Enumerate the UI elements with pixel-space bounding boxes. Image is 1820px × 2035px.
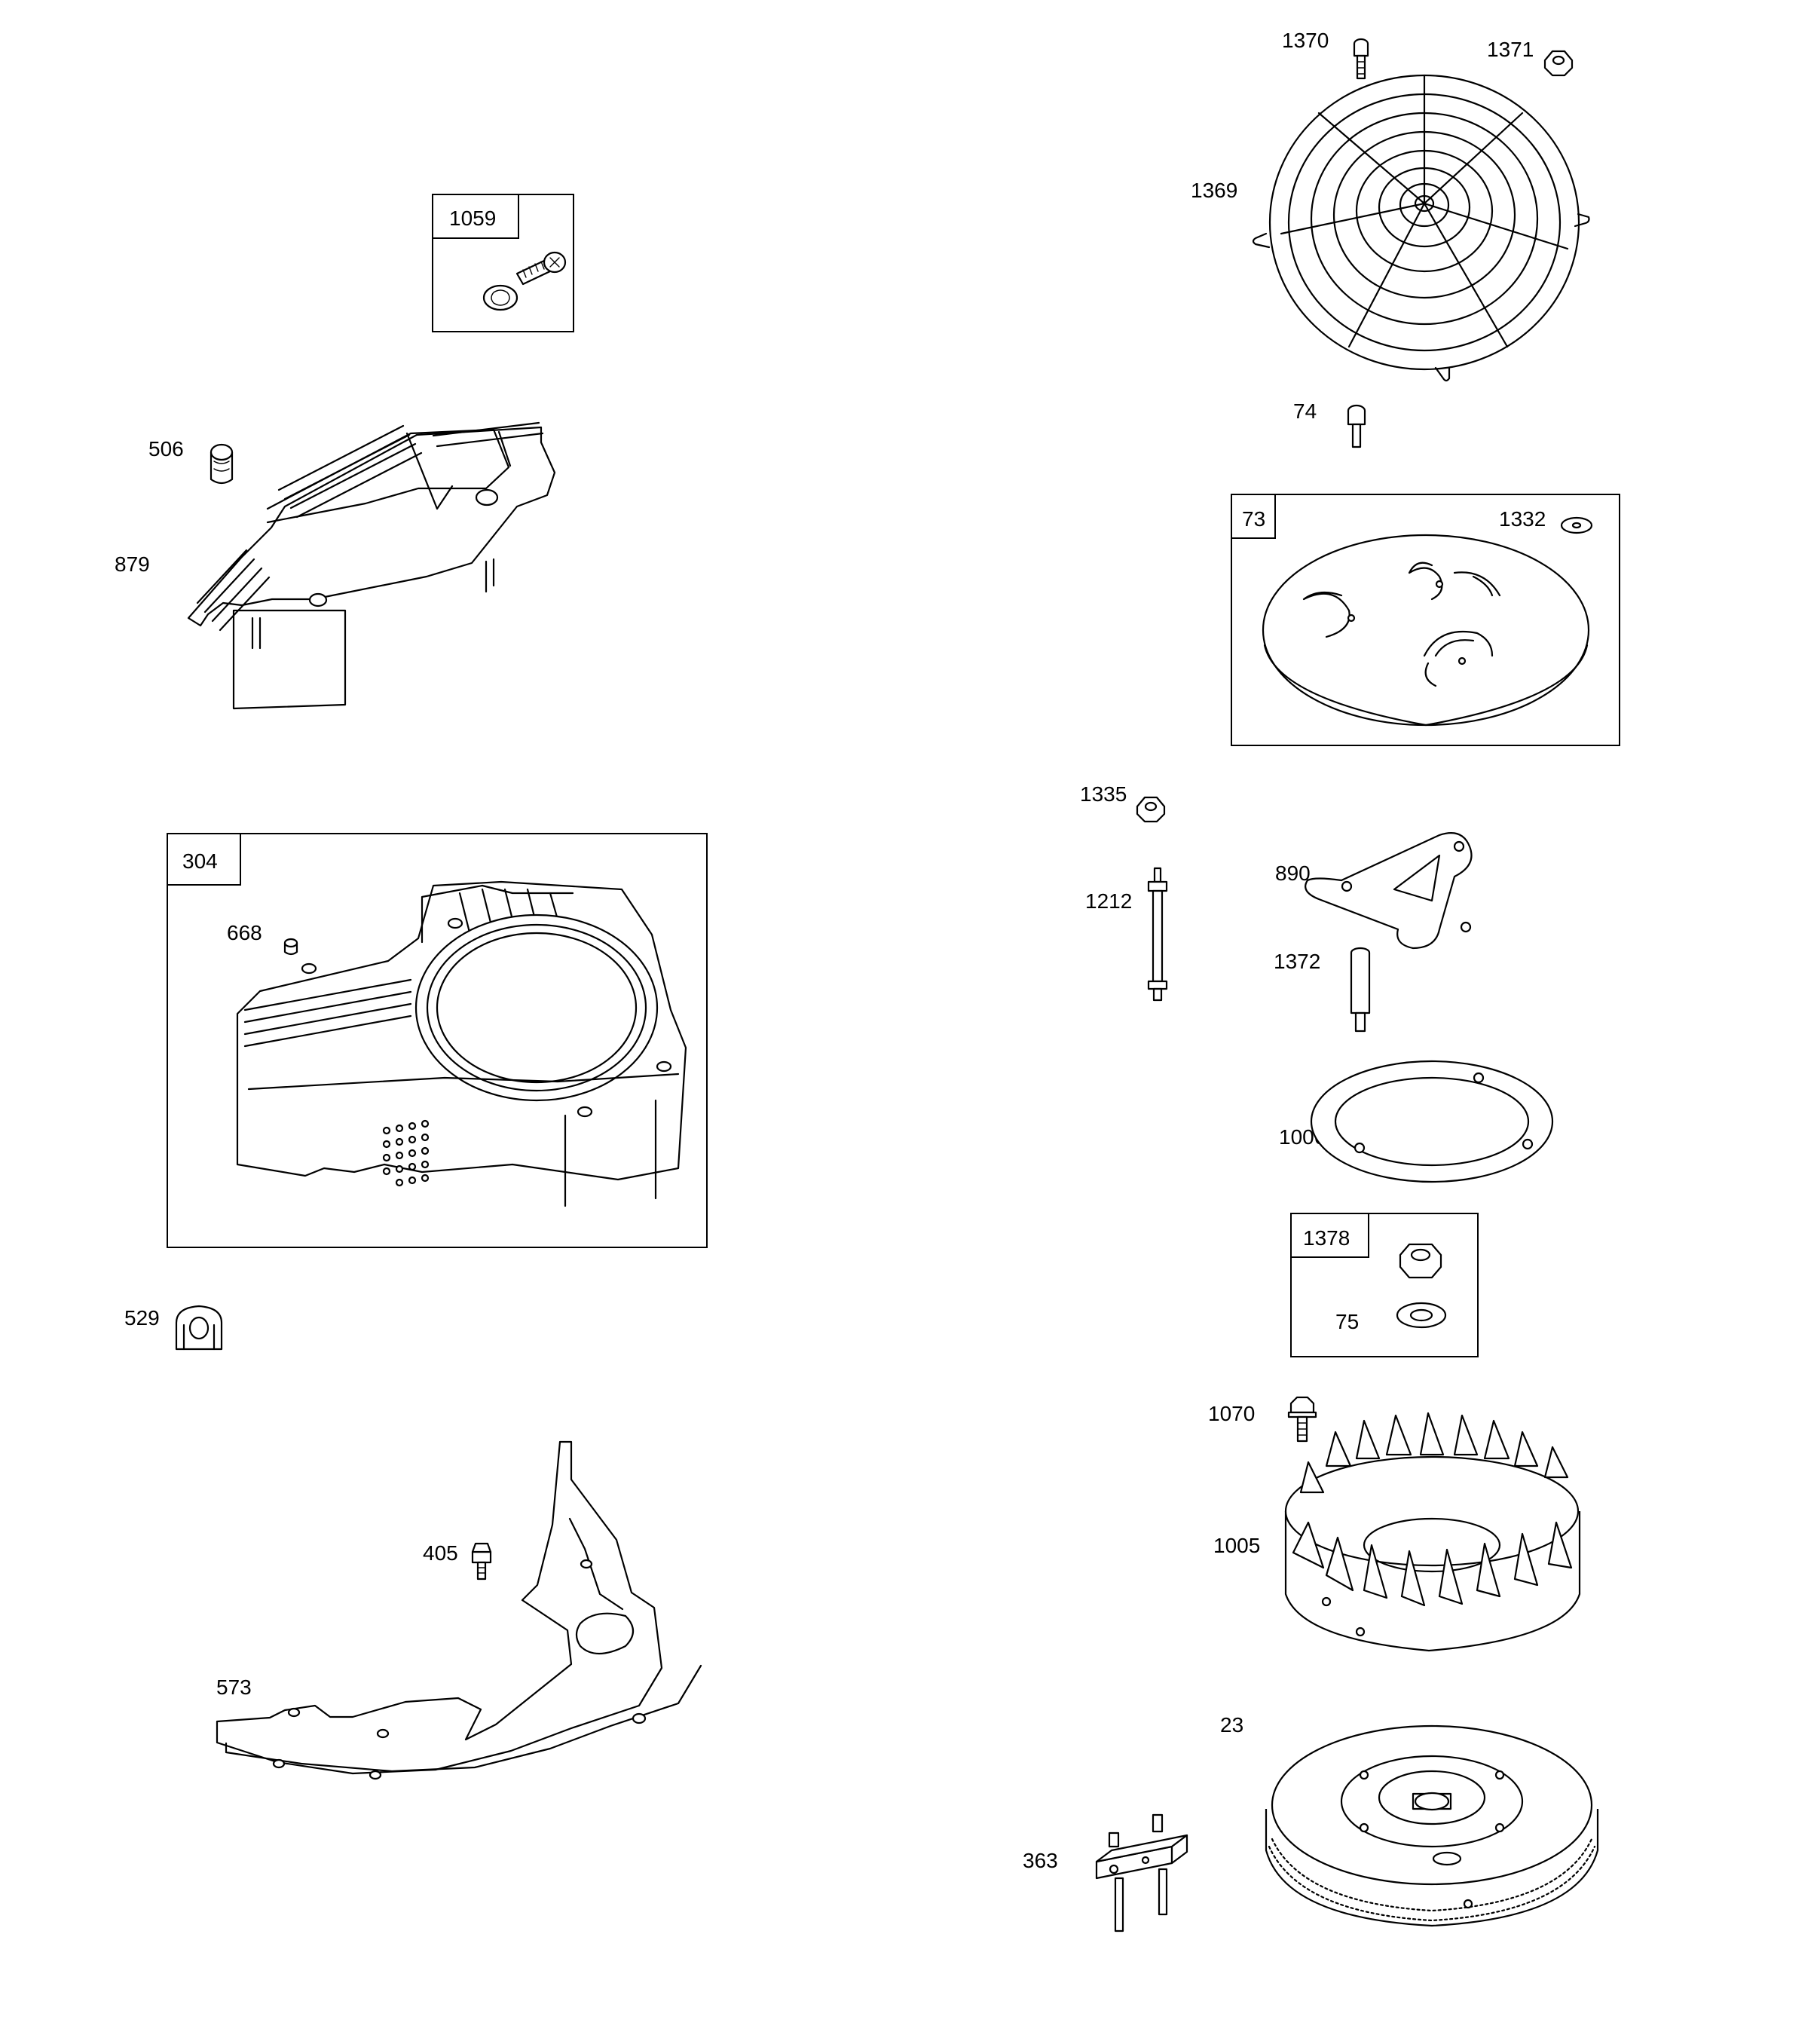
callout-1005: 1005 bbox=[1213, 1534, 1260, 1557]
flywheel-23 bbox=[1265, 1724, 1599, 1927]
spacer-1372 bbox=[1350, 947, 1371, 1033]
blower-housing-304 bbox=[236, 880, 687, 1207]
callout-1370: 1370 bbox=[1282, 29, 1329, 52]
callout-668: 668 bbox=[227, 921, 262, 944]
callout-1369: 1369 bbox=[1191, 179, 1237, 202]
screw-1059 bbox=[515, 251, 567, 286]
washer-1332 bbox=[1560, 516, 1593, 534]
callout-890: 890 bbox=[1275, 861, 1311, 885]
washer-1059 bbox=[482, 284, 518, 311]
callout-1070: 1070 bbox=[1208, 1402, 1255, 1425]
callout-1378: 1378 bbox=[1303, 1226, 1350, 1250]
kit-box-73: 73 1332 bbox=[1231, 494, 1620, 746]
grommet-529 bbox=[175, 1305, 223, 1351]
grommet-668 bbox=[283, 938, 298, 956]
stud-1212 bbox=[1147, 867, 1168, 1002]
callout-405: 405 bbox=[423, 1541, 458, 1565]
callout-74: 74 bbox=[1293, 399, 1317, 423]
callout-73: 73 bbox=[1242, 507, 1265, 531]
kit-box-304: 304 668 bbox=[167, 833, 708, 1248]
washer-75 bbox=[1396, 1302, 1447, 1329]
callout-1372: 1372 bbox=[1274, 950, 1320, 973]
gasket-1006 bbox=[1310, 1060, 1554, 1183]
nut-1335 bbox=[1136, 796, 1166, 823]
callout-363: 363 bbox=[1023, 1849, 1058, 1872]
callout-573: 573 bbox=[216, 1675, 252, 1699]
callout-304: 304 bbox=[182, 849, 218, 873]
base-plate-573 bbox=[216, 1440, 702, 1780]
fan-plate-73 bbox=[1262, 534, 1590, 727]
callout-23: 23 bbox=[1220, 1713, 1243, 1737]
plate-890 bbox=[1305, 832, 1473, 950]
callout-879: 879 bbox=[115, 552, 150, 576]
callout-75: 75 bbox=[1335, 1310, 1359, 1333]
callout-1371: 1371 bbox=[1487, 38, 1534, 61]
screw-405 bbox=[471, 1542, 492, 1581]
callout-1212: 1212 bbox=[1085, 889, 1132, 913]
bolt-1370 bbox=[1353, 38, 1369, 80]
callout-506: 506 bbox=[148, 437, 184, 461]
callout-1335: 1335 bbox=[1080, 782, 1127, 806]
flywheel-puller-363 bbox=[1095, 1813, 1188, 1932]
kit-box-1059: 1059 bbox=[432, 194, 574, 332]
bolt-1070 bbox=[1287, 1396, 1317, 1443]
nut-1371 bbox=[1543, 50, 1574, 77]
flywheel-nut bbox=[1399, 1243, 1442, 1279]
kit-box-1378: 1378 75 bbox=[1290, 1213, 1479, 1357]
blower-cover-879 bbox=[187, 421, 556, 710]
bolt-74 bbox=[1347, 404, 1366, 448]
cover-hole bbox=[475, 488, 499, 506]
callout-1059: 1059 bbox=[449, 207, 496, 230]
cooling-fan-1005 bbox=[1284, 1412, 1581, 1652]
vent-dots bbox=[382, 1119, 430, 1187]
callout-529: 529 bbox=[124, 1306, 160, 1330]
callout-1332: 1332 bbox=[1499, 507, 1546, 531]
plug-506 bbox=[210, 443, 234, 485]
cover-ribs bbox=[196, 421, 544, 632]
fan-guard-1369 bbox=[1252, 74, 1590, 382]
cover-screw-boss bbox=[308, 592, 328, 607]
